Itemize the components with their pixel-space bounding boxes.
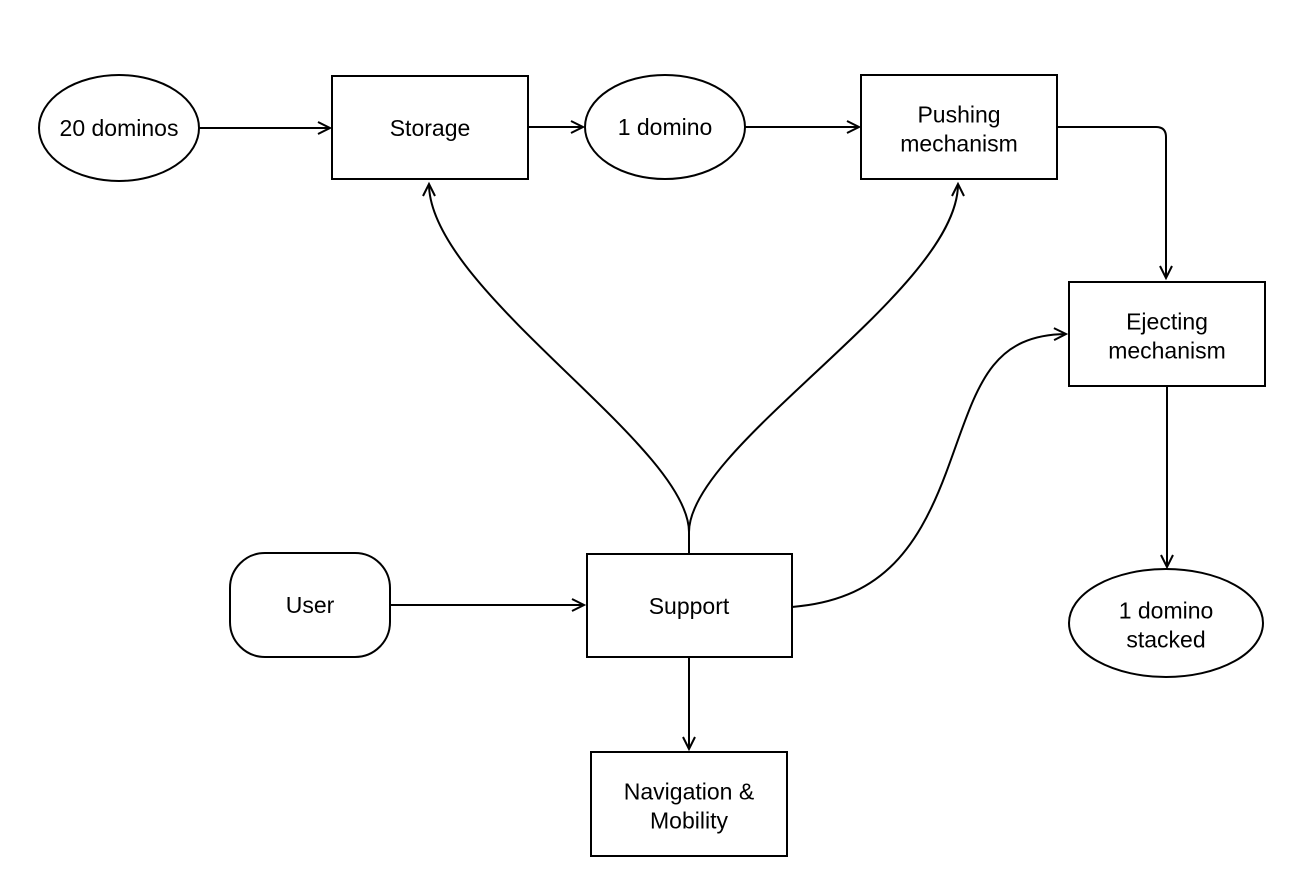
label-ejecting-line2: mechanism [1108,338,1226,364]
node-user: User [229,552,391,658]
node-1-domino-stacked: 1 domino stacked [1068,568,1264,678]
label-20-dominos: 20 dominos [60,115,179,141]
label-navigation-line2: Mobility [650,808,728,834]
rect-ejecting-mechanism [1068,281,1266,387]
edge-support-to-pushing [688,181,965,554]
label-stacked-line1: 1 domino [1119,598,1214,624]
label-pushing-line1: Pushing [917,102,1000,128]
label-stacked-line2: stacked [1126,627,1205,653]
rect-storage [331,75,529,180]
label-1-domino: 1 domino [618,114,713,140]
label-support: Support [649,593,730,619]
ellipse-1-domino [584,74,746,180]
node-navigation-mobility: Navigation & Mobility [590,751,788,857]
rect-pushing-mechanism [860,74,1058,180]
label-ejecting-line1: Ejecting [1126,309,1208,335]
label-pushing-line2: mechanism [900,131,1018,157]
node-20-dominos: 20 dominos [38,74,200,182]
node-layer: 20 dominos Storage 1 domino Pushing mech… [38,74,1266,857]
edge-layer [199,120,1174,752]
edge-pushing-to-ejecting [1057,126,1173,281]
edge-support-to-storage [422,181,690,554]
label-user: User [286,592,335,618]
node-pushing-mechanism: Pushing mechanism [860,74,1058,180]
edge-support-to-ejecting [791,327,1069,608]
node-storage: Storage [331,75,529,180]
rect-navigation-mobility [590,751,788,857]
label-navigation-line1: Navigation & [624,779,754,805]
rect-support [586,553,793,658]
ellipse-1-domino-stacked [1068,568,1264,678]
node-1-domino: 1 domino [584,74,746,180]
node-support: Support [586,553,793,658]
roundrect-user [229,552,391,658]
label-storage: Storage [390,115,471,141]
ellipse-20-dominos [38,74,200,182]
node-ejecting-mechanism: Ejecting mechanism [1068,281,1266,387]
